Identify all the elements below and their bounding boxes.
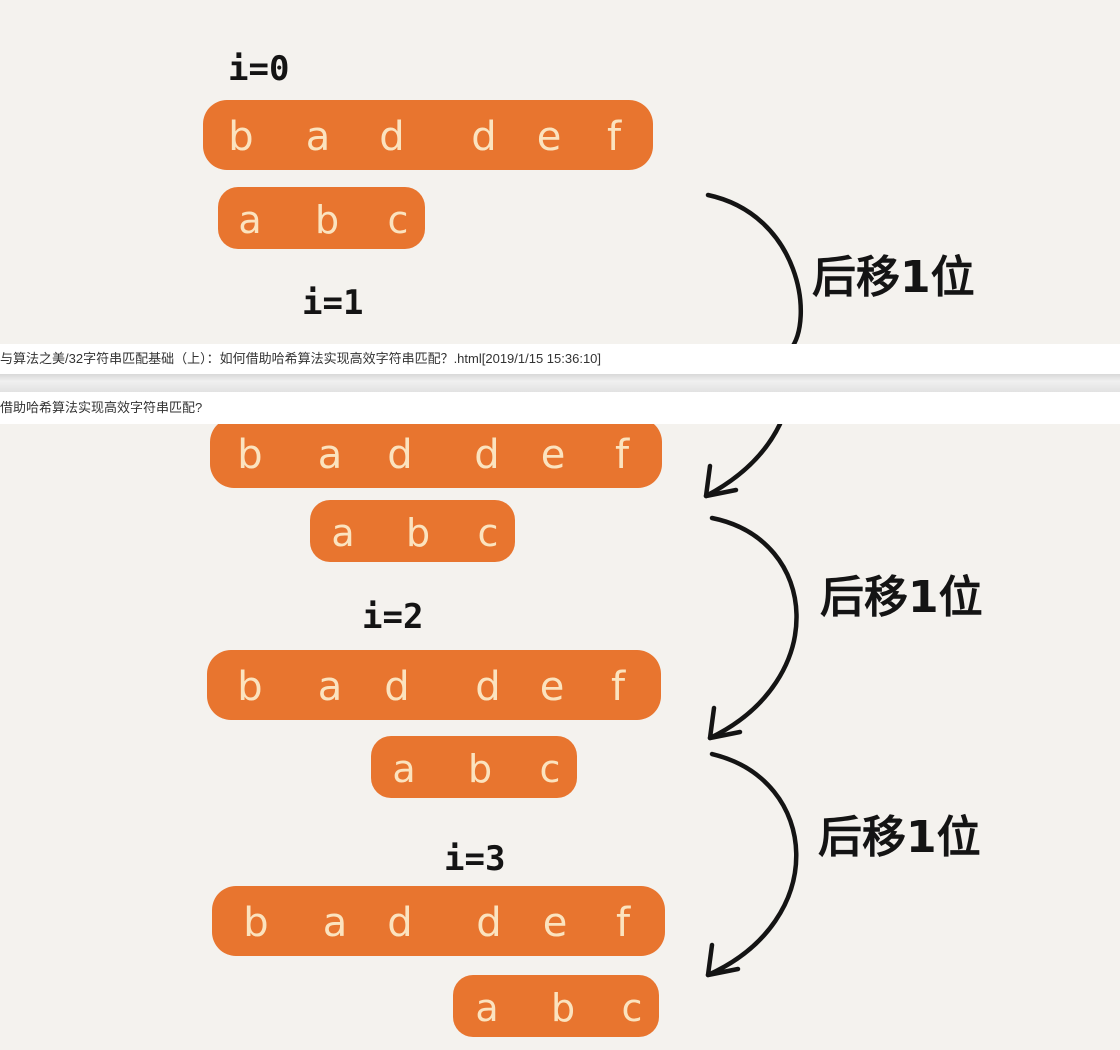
shift-arrow (705, 751, 799, 978)
arrow-head-icon (703, 463, 739, 499)
main-string-char: e (537, 114, 562, 160)
pattern-char: c (388, 198, 409, 242)
pattern-bar (310, 500, 515, 562)
main-string-char: d (471, 114, 496, 160)
pattern-char: a (475, 986, 498, 1030)
step-index-label: i=1 (302, 283, 363, 323)
main-string-char: e (540, 664, 565, 710)
main-string-char: f (616, 900, 631, 946)
main-string-bar (212, 886, 665, 956)
main-string-bar (210, 418, 662, 488)
main-string-char: d (379, 114, 404, 160)
arrow-head-icon (705, 942, 741, 978)
main-string-char: e (541, 432, 566, 478)
main-string-char: b (228, 114, 253, 160)
main-string-char: d (474, 432, 499, 478)
main-string-char: a (323, 900, 348, 946)
pattern-char: c (540, 747, 561, 791)
overlay-separator (0, 374, 1120, 392)
main-string-char: a (318, 664, 343, 710)
main-string-char: d (387, 432, 412, 478)
page-title: 借助哈希算法实现高效字符串匹配? (0, 400, 203, 415)
main-string-char: b (237, 664, 262, 710)
pattern-bar (371, 736, 577, 798)
shift-label: 后移1位 (818, 812, 981, 863)
arrow-head-icon (707, 705, 743, 741)
pattern-char: b (468, 747, 492, 791)
pattern-char: a (392, 747, 415, 791)
main-string-char: a (306, 114, 331, 160)
pattern-char: c (478, 511, 499, 555)
main-string-char: b (243, 900, 268, 946)
pattern-bar (453, 975, 659, 1037)
shift-label: 后移1位 (812, 252, 975, 303)
file-path-bar: 与算法之美/32字符串匹配基础（上）：如何借助哈希算法实现高效字符串匹配？.ht… (0, 344, 1120, 374)
pattern-char: b (406, 511, 430, 555)
main-string-char: f (615, 432, 630, 478)
main-string-char: f (607, 114, 622, 160)
main-string-char: e (543, 900, 568, 946)
step-index-label: i=2 (362, 597, 423, 637)
main-string-char: d (476, 900, 501, 946)
shift-arrow (705, 192, 803, 353)
step-index-label: i=0 (228, 49, 289, 89)
pattern-char: b (551, 986, 575, 1030)
main-string-char: d (475, 664, 500, 710)
step-index-label: i=3 (444, 839, 505, 879)
main-string-char: a (318, 432, 343, 478)
main-string-char: b (237, 432, 262, 478)
main-string-bar (203, 100, 653, 170)
file-path-text: 与算法之美/32字符串匹配基础（上）：如何借助哈希算法实现高效字符串匹配？.ht… (0, 351, 602, 366)
shift-label: 后移1位 (820, 572, 983, 623)
pattern-bar (218, 187, 425, 249)
shift-arrow (707, 515, 799, 741)
page-title-bar: 借助哈希算法实现高效字符串匹配? (0, 392, 1120, 424)
main-string-bar (207, 650, 661, 720)
shift-arrow (703, 421, 783, 499)
pattern-char: a (238, 198, 261, 242)
pattern-char: b (315, 198, 339, 242)
main-string-char: d (387, 900, 412, 946)
pattern-char: c (622, 986, 643, 1030)
main-string-char: f (611, 664, 626, 710)
pattern-char: a (331, 511, 354, 555)
main-string-char: d (384, 664, 409, 710)
